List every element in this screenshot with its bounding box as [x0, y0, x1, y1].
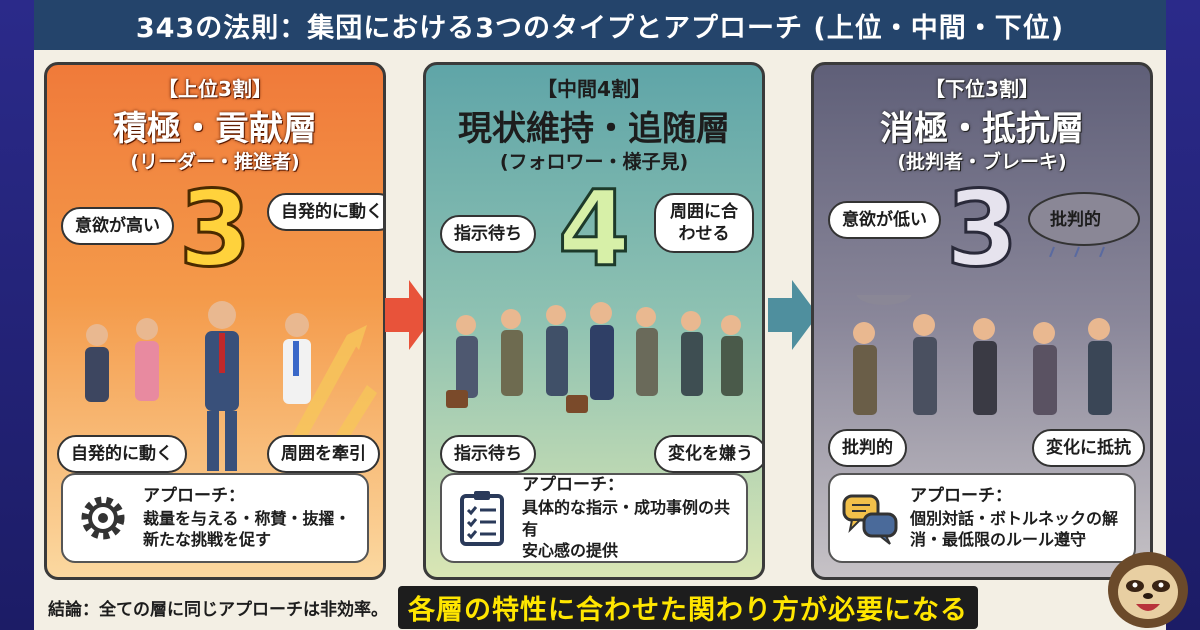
panel-lower-number: 3: [944, 168, 1019, 290]
illustration-following-team: [446, 302, 743, 413]
bubble-middle-3: 指示待ち: [440, 435, 536, 474]
right-border: [1166, 0, 1200, 630]
arrow-right-icon: [385, 280, 435, 350]
panel-middle-number: 4: [556, 168, 631, 290]
page-title: 343の法則：集団における3つのタイプとアプローチ (上位・中間・下位): [34, 0, 1166, 50]
approach-box-upper: アプローチ： 裁量を与える・称賛・抜擢・ 新たな挑戦を促す: [61, 473, 369, 563]
approach-box-middle: アプローチ： 具体的な指示・成功事例の共有 安心感の提供: [440, 473, 748, 563]
approach-box-lower: アプローチ： 個別対話・ボトルネックの解 消・最低限のルール遵守: [828, 473, 1136, 563]
panel-lower-heading: 消極・抵抗層: [880, 109, 1084, 149]
panel-middle-heading: 現状維持・追随層: [458, 109, 730, 149]
panel-upper-number: 3: [177, 168, 252, 290]
bubble-upper-4: 周囲を牽引: [267, 435, 380, 474]
approach-middle-title: アプローチ：: [522, 475, 624, 496]
arrow-right-icon: [768, 280, 818, 350]
approach-upper-title: アプローチ：: [143, 485, 245, 506]
panel-lower-tag: 【下位3割】: [925, 77, 1039, 101]
bubble-middle-2: 周囲に合わせる: [654, 193, 754, 254]
bubble-lower-3: 批判的: [828, 429, 907, 468]
bubble-lower-4: 変化に抵抗: [1032, 429, 1145, 468]
approach-lower-line1: 個別対話・ボトルネックの解: [910, 508, 1119, 528]
panel-middle-sub: (フォロワー・様子見): [499, 151, 689, 173]
approach-middle-line1: 具体的な指示・成功事例の共有: [522, 498, 731, 539]
illustration-resistant-team: [853, 295, 1112, 415]
speech-bubbles-icon: [842, 494, 898, 545]
bubble-middle-1: 指示待ち: [440, 215, 536, 254]
approach-middle-line2: 安心感の提供: [522, 541, 619, 561]
panel-lower: 【下位3割】 消極・抵抗層 (批判者・ブレーキ) 3 意欲が低い 批判的 批判的…: [811, 62, 1153, 580]
bubble-upper-2: 自発的に動く: [267, 193, 383, 232]
conclusion-text: 結論：全ての層に同じアプローチは非効率。: [48, 599, 388, 620]
panel-upper: 【上位3割】 積極・貢献層 (リーダー・推進者) 3 意欲が高い 自発的に動く …: [44, 62, 386, 580]
panel-middle: 【中間4割】 現状維持・追随層 (フォロワー・様子見) 4 指示待ち 周囲に合わ…: [423, 62, 765, 580]
panel-upper-heading: 積極・貢献層: [113, 109, 317, 149]
bubble-middle-4: 変化を嫌う: [654, 435, 762, 474]
left-border: [0, 0, 34, 630]
panel-middle-tag: 【中間4割】: [537, 77, 651, 101]
bubble-upper-1: 意欲が高い: [61, 207, 174, 246]
illustration-energetic-team: [85, 301, 377, 473]
approach-upper-line2: 新たな挑戦を促す: [143, 530, 272, 550]
panel-lower-sub: (批判者・ブレーキ): [897, 151, 1067, 173]
cloud-label: 批判的: [1050, 210, 1101, 230]
bubble-lower-1: 意欲が低い: [828, 201, 941, 240]
footer: 結論：全ての層に同じアプローチは非効率。 各層の特性に合わせた関わり方が必要にな…: [34, 584, 1166, 630]
sloth-mascot-icon: [1108, 552, 1188, 628]
storm-cloud-icon: [1028, 192, 1140, 257]
bubble-upper-3: 自発的に動く: [57, 435, 187, 474]
panel-upper-tag: 【上位3割】: [158, 77, 272, 101]
clipboard-checklist-icon: [460, 491, 504, 546]
gear-icon: [81, 496, 125, 540]
panel-upper-sub: (リーダー・推進者): [130, 151, 300, 173]
approach-upper-line1: 裁量を与える・称賛・抜擢・: [143, 508, 351, 528]
approach-lower-title: アプローチ：: [910, 485, 1012, 506]
approach-lower-line2: 消・最低限のルール遵守: [910, 530, 1087, 550]
conclusion-highlight: 各層の特性に合わせた関わり方が必要になる: [398, 585, 978, 629]
